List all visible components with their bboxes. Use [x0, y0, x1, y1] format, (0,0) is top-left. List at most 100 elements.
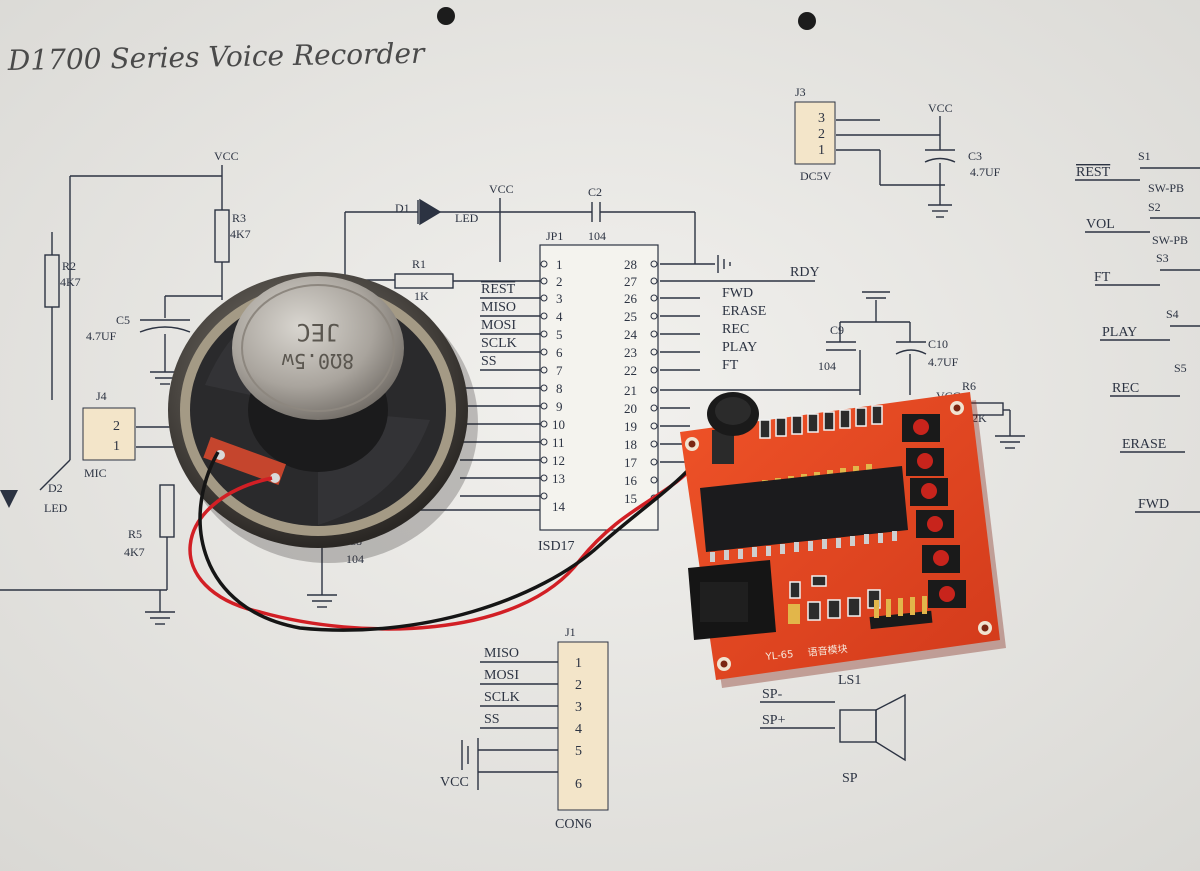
- svg-text:PLAY: PLAY: [722, 340, 757, 355]
- speaker: JEC 8Ω0.5w: [168, 272, 478, 563]
- svg-text:S4: S4: [1166, 307, 1179, 321]
- svg-text:9: 9: [556, 399, 563, 414]
- svg-text:SCLK: SCLK: [481, 336, 517, 351]
- tactile-buttons: [902, 414, 966, 608]
- svg-text:REST: REST: [481, 282, 516, 297]
- r2-ref: R2: [62, 259, 76, 273]
- sw-part-1: SW-PB: [1148, 181, 1184, 195]
- svg-text:4: 4: [575, 722, 582, 737]
- svg-text:21: 21: [624, 383, 637, 398]
- svg-text:FT: FT: [722, 358, 739, 373]
- j3-label: DC5V: [800, 169, 832, 183]
- c9-value: 104: [818, 359, 836, 373]
- rdy-label: RDY: [790, 265, 820, 280]
- r1-ref: R1: [412, 257, 426, 271]
- c10-ref: C10: [928, 337, 948, 351]
- svg-text:MISO: MISO: [484, 646, 519, 661]
- voice-module: YL-65 语音模块: [680, 392, 1006, 688]
- svg-text:VOL: VOL: [1086, 217, 1115, 232]
- c2-value: 104: [588, 229, 606, 243]
- r3-ref: R3: [232, 211, 246, 225]
- jp1-right-pin-numbers: 28 27 26 25 24 23 22 21 20 19 18 17 16 1…: [624, 257, 638, 506]
- svg-text:22: 22: [624, 363, 637, 378]
- vcc-j3: VCC: [928, 101, 953, 115]
- svg-text:14: 14: [552, 499, 566, 514]
- svg-text:S3: S3: [1156, 251, 1169, 265]
- j4-pin-1: 1: [113, 439, 120, 454]
- svg-text:13: 13: [552, 471, 565, 486]
- c5-value: 4.7UF: [86, 329, 117, 343]
- ls1-ref: LS1: [838, 673, 861, 688]
- j1-label: CON6: [555, 817, 592, 832]
- vcc-left: VCC: [214, 149, 239, 163]
- svg-text:ERASE: ERASE: [722, 304, 766, 319]
- svg-text:23: 23: [624, 345, 637, 360]
- j3-ref: J3: [795, 85, 806, 99]
- jp1-ref: JP1: [546, 229, 563, 243]
- speaker-magnet-cap: [232, 276, 404, 420]
- wire-black: [198, 451, 694, 632]
- svg-text:S1: S1: [1138, 149, 1151, 163]
- d2-value: LED: [44, 501, 68, 515]
- svg-text:SS: SS: [481, 354, 497, 369]
- c5-ref: C5: [116, 313, 130, 327]
- jp1-body: [539, 244, 659, 531]
- d1-ref: D1: [395, 201, 410, 215]
- svg-text:24: 24: [624, 327, 638, 342]
- svg-text:3: 3: [575, 700, 582, 715]
- j3-body: [794, 101, 836, 165]
- c3-ref: C3: [968, 149, 982, 163]
- svg-text:18: 18: [624, 437, 637, 452]
- c2-ref: C2: [588, 185, 602, 199]
- svg-text:PLAY: PLAY: [1102, 325, 1137, 340]
- smd-components: [759, 405, 883, 621]
- svg-text:12: 12: [552, 453, 565, 468]
- ls1-sp-minus: SP-: [762, 687, 783, 702]
- pcb-model-silk: YL-65: [764, 649, 794, 663]
- c3-value: 4.7UF: [970, 165, 1001, 179]
- r5-value: 4K7: [124, 545, 145, 559]
- pcb-cn-silk: 语音模块: [807, 642, 848, 659]
- svg-text:26: 26: [624, 291, 638, 306]
- ls1-sp-plus: SP+: [762, 713, 786, 728]
- svg-text:4: 4: [556, 309, 563, 324]
- schematic-wires: [0, 116, 1200, 790]
- svg-text:16: 16: [624, 473, 638, 488]
- svg-text:5: 5: [556, 327, 563, 342]
- svg-text:MOSI: MOSI: [481, 318, 516, 333]
- svg-text:S2: S2: [1148, 200, 1161, 214]
- svg-text:2: 2: [575, 678, 582, 693]
- j1-ref: J1: [565, 625, 576, 639]
- svg-text:ERASE: ERASE: [1122, 437, 1166, 452]
- d2-ref: D2: [48, 481, 63, 495]
- svg-text:REC: REC: [722, 322, 749, 337]
- svg-text:S5: S5: [1174, 361, 1187, 375]
- j4-pin-2: 2: [113, 419, 120, 434]
- speaker-rating: 8Ω0.5w: [281, 349, 354, 373]
- j1-pin-numbers: 1 2 3 4 5 6: [575, 656, 582, 792]
- d1-value: LED: [455, 211, 479, 225]
- svg-text:VCC: VCC: [440, 775, 469, 790]
- svg-text:25: 25: [624, 309, 637, 324]
- svg-text:FT: FT: [1094, 270, 1111, 285]
- ls1-label: SP: [842, 771, 858, 786]
- j4-ref: J4: [96, 389, 107, 403]
- svg-text:REST: REST: [1076, 165, 1111, 180]
- svg-text:19: 19: [624, 419, 637, 434]
- svg-text:1: 1: [575, 656, 582, 671]
- svg-text:FWD: FWD: [1138, 497, 1169, 512]
- svg-text:7: 7: [556, 363, 563, 378]
- svg-text:27: 27: [624, 274, 638, 289]
- vcc-mid: VCC: [489, 182, 514, 196]
- j3-pin-1: 1: [818, 143, 825, 158]
- c8-value: 104: [346, 552, 364, 566]
- svg-text:MISO: MISO: [481, 300, 516, 315]
- switch-labels: REST VOL FT PLAY REC ERASE FWD: [1076, 165, 1169, 512]
- svg-text:3: 3: [556, 291, 563, 306]
- switch-refs: S1 S2 S3 S4 S5: [1138, 149, 1187, 375]
- j4-label: MIC: [84, 466, 107, 480]
- svg-text:6: 6: [575, 777, 582, 792]
- chip-pins: [710, 531, 897, 562]
- jp1-left-pin-numbers: 1 2 3 4 5 6 7 8 9 10 11 12 13 14: [552, 257, 566, 514]
